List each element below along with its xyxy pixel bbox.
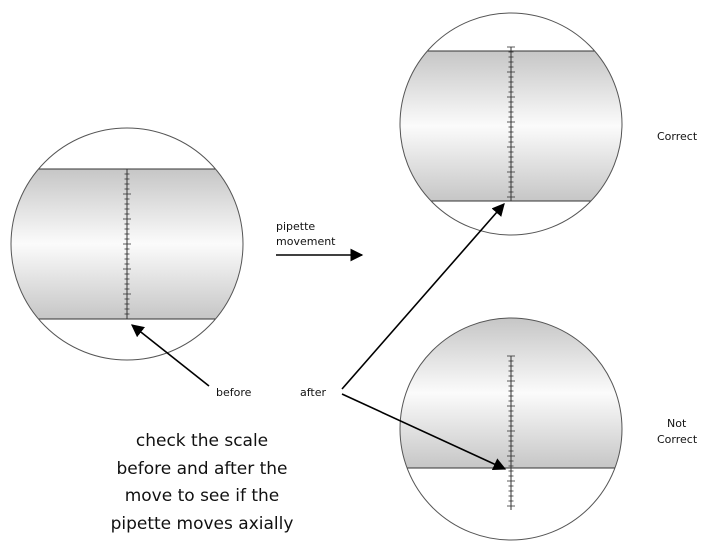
ruler-scale-icon [507,46,515,201]
caption: check the scale before and after the mov… [111,431,294,534]
after-label: after [300,386,327,399]
before-view [10,127,244,361]
correct-view [399,12,623,236]
caption-line: pipette moves axially [111,514,294,534]
not-correct-view [399,317,623,541]
caption-line: before and after the [116,459,287,479]
pipette-band [400,318,622,468]
ruler-scale-icon [123,168,131,320]
after-correct-arrow [341,203,505,390]
caption-line: check the scale [136,431,268,451]
before-arrow [130,324,210,387]
caption-line: move to see if the [125,486,280,506]
view-circle [10,127,244,361]
not-correct-label-line1: Not [667,417,687,430]
ruler-scale-icon [507,355,515,510]
pipette-movement-label-line2: movement [276,235,336,248]
pipette-movement-label-line1: pipette [276,220,315,233]
pipette-band [400,51,622,201]
view-circle [399,12,623,236]
not-correct-label-line2: Correct [657,433,698,446]
correct-label: Correct [657,130,698,143]
before-label: before [216,386,252,399]
view-circle [399,317,623,541]
after-not-correct-arrow [341,393,507,470]
